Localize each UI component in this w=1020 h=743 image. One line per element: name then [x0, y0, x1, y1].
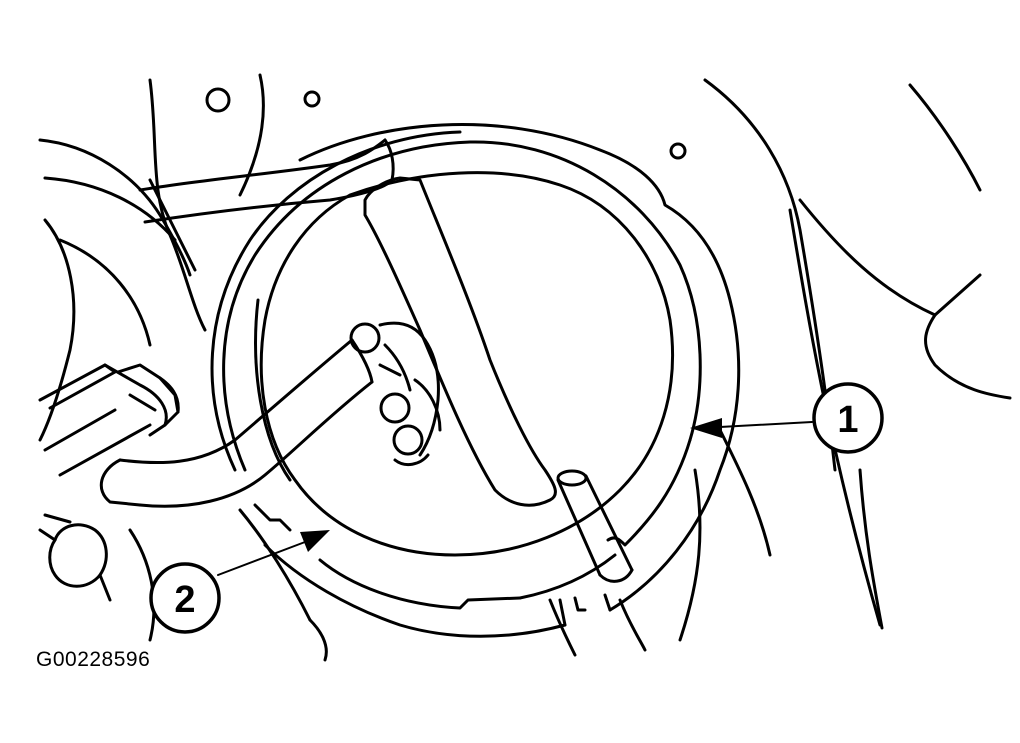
- cover-bracket: [363, 176, 557, 507]
- lock-ring: [210, 130, 702, 612]
- callout-2-label: 2: [174, 579, 195, 621]
- pipe-end: [38, 513, 112, 602]
- background-panel-lines: [38, 73, 1012, 662]
- tank-opening-flange: [263, 123, 741, 638]
- callout-1: 1: [812, 382, 884, 454]
- electrical-connector: [38, 363, 180, 477]
- callout-1-label: 1: [837, 399, 858, 441]
- panel-holes: [205, 87, 687, 160]
- callout-leaders: [217, 418, 813, 576]
- fuel-line-fittings: [349, 321, 442, 467]
- electrical-harness: [138, 138, 395, 224]
- figure-id: G00228596: [36, 648, 151, 671]
- arrow-head-1: [690, 418, 722, 438]
- pump-module-cover: [254, 171, 674, 557]
- arrow-head-2: [300, 530, 330, 552]
- vent-tube: [548, 469, 647, 657]
- callout-2: 2: [149, 562, 221, 634]
- fuel-supply-hose: [99, 338, 374, 508]
